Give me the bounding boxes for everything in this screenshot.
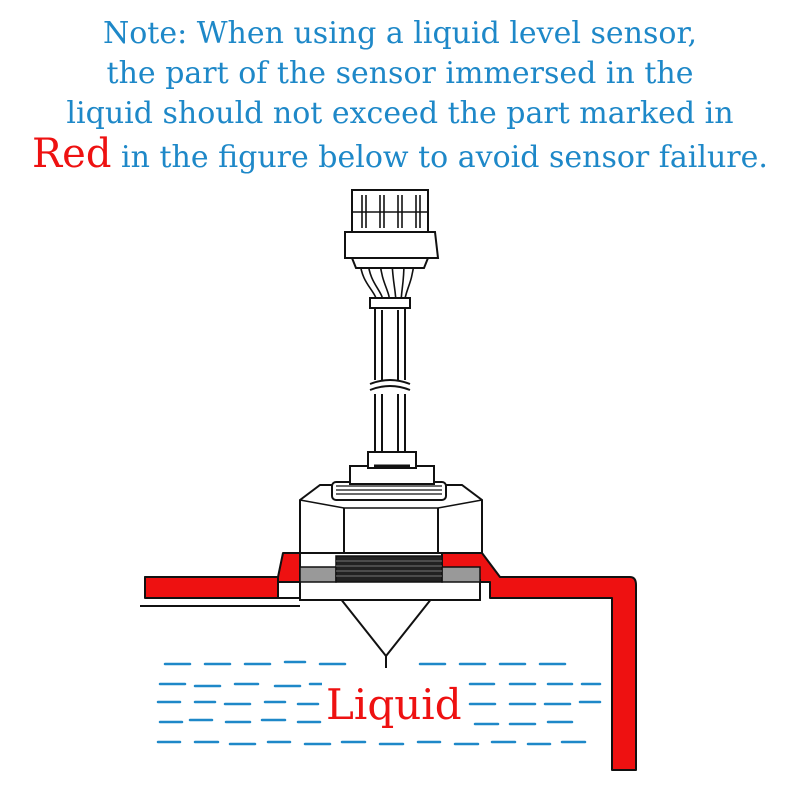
gasket-right [441,566,481,583]
sensor-cone [339,597,433,658]
note-line-4: Red in the figure below to avoid sensor … [0,134,800,178]
note-line-2: the part of the sensor immersed in the [106,56,694,91]
connector [344,189,440,269]
cable [371,305,409,452]
sensor-base [299,579,481,601]
red-marked-left-band [144,576,279,599]
red-highlight-word: Red [32,131,112,177]
sensor-collar [367,451,417,469]
note-line-3: liquid should not exceed the part marked… [66,96,734,131]
thread-block [335,555,443,583]
note-line-4-rest: in the figure below to avoid sensor fail… [111,140,768,175]
liquid-label: Liquid [322,680,466,730]
note-line-1: Note: When using a liquid level sensor, [102,16,698,51]
note-text: Note: When using a liquid level sensor, … [0,14,800,178]
gasket-left [299,566,337,583]
